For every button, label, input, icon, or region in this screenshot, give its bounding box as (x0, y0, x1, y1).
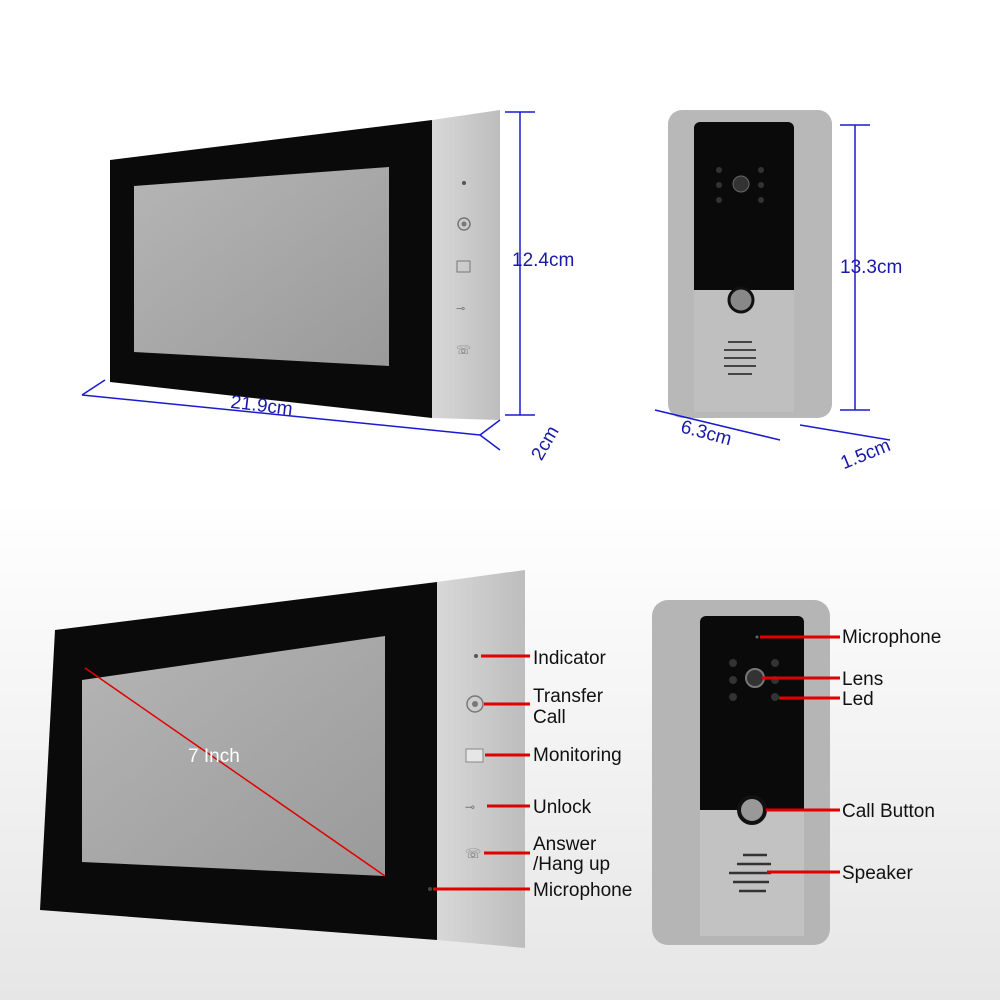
monitoring-icon (465, 748, 484, 763)
doorbell-top-view (668, 110, 832, 418)
monitor-labeled-view: ⊸ ☏ (40, 570, 525, 948)
indicator-icon (474, 654, 478, 658)
unlock-icon: ⊸ (456, 303, 465, 315)
monitor-callout-lines (433, 654, 530, 891)
indicator-icon (462, 181, 466, 185)
doorbell-callout-lines (760, 635, 840, 874)
monitor-screen (134, 167, 389, 366)
monitor-microphone-label: Microphone (533, 880, 632, 901)
answer-icon: ☏ (456, 343, 471, 357)
monitor-dimension-lines (81, 111, 535, 451)
doorbell-labeled-view (652, 600, 830, 945)
monitor-screen (82, 636, 385, 876)
answer-label-1: Answer (533, 834, 597, 855)
speaker-label: Speaker (842, 863, 913, 884)
doorbell-height-label: 13.3cm (840, 257, 902, 278)
answer-label-2: /Hang up (533, 854, 610, 875)
transfer-call-icon (466, 695, 484, 713)
monitor-side-panel (432, 110, 500, 420)
monitor-top-view: ⊸ ☏ (110, 110, 500, 420)
lens-label: Lens (842, 669, 883, 690)
indicator-label: Indicator (533, 648, 607, 669)
transfer-call-label-2: Call (533, 707, 566, 728)
unlock-icon: ⊸ (465, 800, 475, 814)
monitoring-icon (456, 260, 471, 273)
screen-size-label: 7 Inch (188, 746, 240, 767)
transfer-call-label-1: Transfer (533, 686, 604, 707)
doorbell-microphone-label: Microphone (842, 627, 941, 648)
led-label: Led (842, 689, 874, 710)
monitor-height-label: 12.4cm (512, 250, 574, 271)
answer-icon: ☏ (465, 846, 481, 861)
screen-diagonal-line (84, 667, 386, 877)
monitoring-label: Monitoring (533, 745, 622, 766)
unlock-label: Unlock (533, 797, 592, 818)
call-button-label: Call Button (842, 801, 935, 822)
transfer-call-icon (457, 217, 471, 231)
doorbell-dimension-lines (654, 124, 891, 441)
